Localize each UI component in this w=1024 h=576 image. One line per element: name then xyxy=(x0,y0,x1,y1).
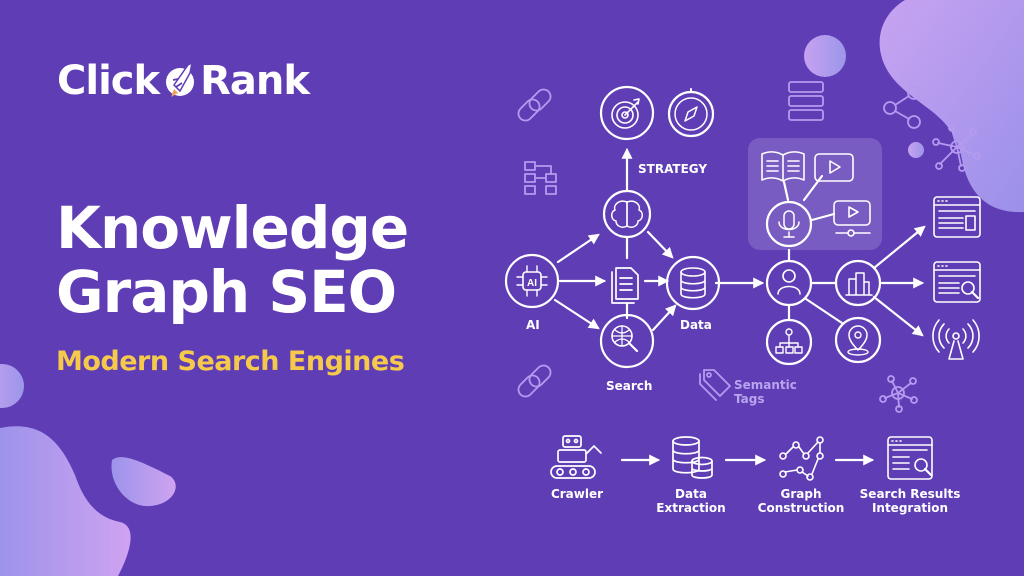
ai-label: AI xyxy=(526,318,540,332)
video-player-icon xyxy=(833,200,871,237)
brand-name-right: Rank xyxy=(200,58,310,104)
page-title: Knowledge Graph SEO xyxy=(56,194,409,326)
media-panel xyxy=(748,138,882,250)
top-right-blob xyxy=(879,0,1024,213)
building-node xyxy=(834,259,882,307)
documents-icon xyxy=(611,267,639,304)
microphone-node xyxy=(765,200,813,248)
compass-icon xyxy=(667,88,715,138)
network-hub-icon xyxy=(879,375,918,413)
databases-icon xyxy=(672,436,713,479)
rocket-icon xyxy=(166,61,195,97)
svg-text:AI: AI xyxy=(527,278,537,289)
small-circle-mid xyxy=(908,142,924,158)
tag-icon xyxy=(699,369,731,401)
data-label: Data xyxy=(680,318,712,332)
graph-icon xyxy=(779,436,824,481)
pipeline-step-search-results-integration: Search Results Integration xyxy=(859,487,961,515)
broadcast-antenna-icon xyxy=(932,319,980,360)
search-node xyxy=(599,313,655,369)
bottom-left-blob xyxy=(0,426,131,576)
server-icon xyxy=(788,81,824,121)
user-node xyxy=(765,259,813,307)
semantic-tags-label: Semantic Tags xyxy=(734,378,797,406)
search-label: Search xyxy=(606,379,653,393)
org-chart-node xyxy=(765,318,813,366)
link-icon xyxy=(517,88,552,122)
pipeline-step-crawler: Crawler xyxy=(550,487,604,501)
title-line-1: Knowledge xyxy=(56,194,409,262)
brand-name-left: Click xyxy=(57,58,160,104)
brand-logo: Click Rank xyxy=(57,58,310,104)
video-icon xyxy=(814,153,854,182)
flowchart-icon xyxy=(524,161,557,195)
robot-crawler-icon xyxy=(550,435,602,479)
link-icon xyxy=(517,364,552,398)
ai-node: AI xyxy=(504,253,560,309)
pipeline-step-graph-construction: Graph Construction xyxy=(757,487,845,515)
target-node xyxy=(599,85,655,141)
search-results-page-icon xyxy=(933,261,981,303)
small-circle-top xyxy=(804,35,846,77)
book-icon xyxy=(761,151,805,182)
subtitle: Modern Search Engines xyxy=(56,346,405,377)
bottom-left-blob-small xyxy=(111,457,176,507)
title-line-2: Graph SEO xyxy=(56,258,397,326)
location-node xyxy=(834,316,882,364)
web-page-icon xyxy=(933,196,981,238)
decorative-icons xyxy=(517,81,981,413)
brain-node xyxy=(602,189,652,239)
pipeline-step-data-extraction: Data Extraction xyxy=(656,487,726,515)
strategy-label: STRATEGY xyxy=(638,162,708,176)
search-results-icon xyxy=(887,436,933,480)
share-nodes-icon xyxy=(883,86,921,129)
network-hub-icon xyxy=(932,124,981,172)
pipeline xyxy=(550,435,933,481)
data-node xyxy=(665,255,721,311)
small-circle-left xyxy=(0,364,24,408)
